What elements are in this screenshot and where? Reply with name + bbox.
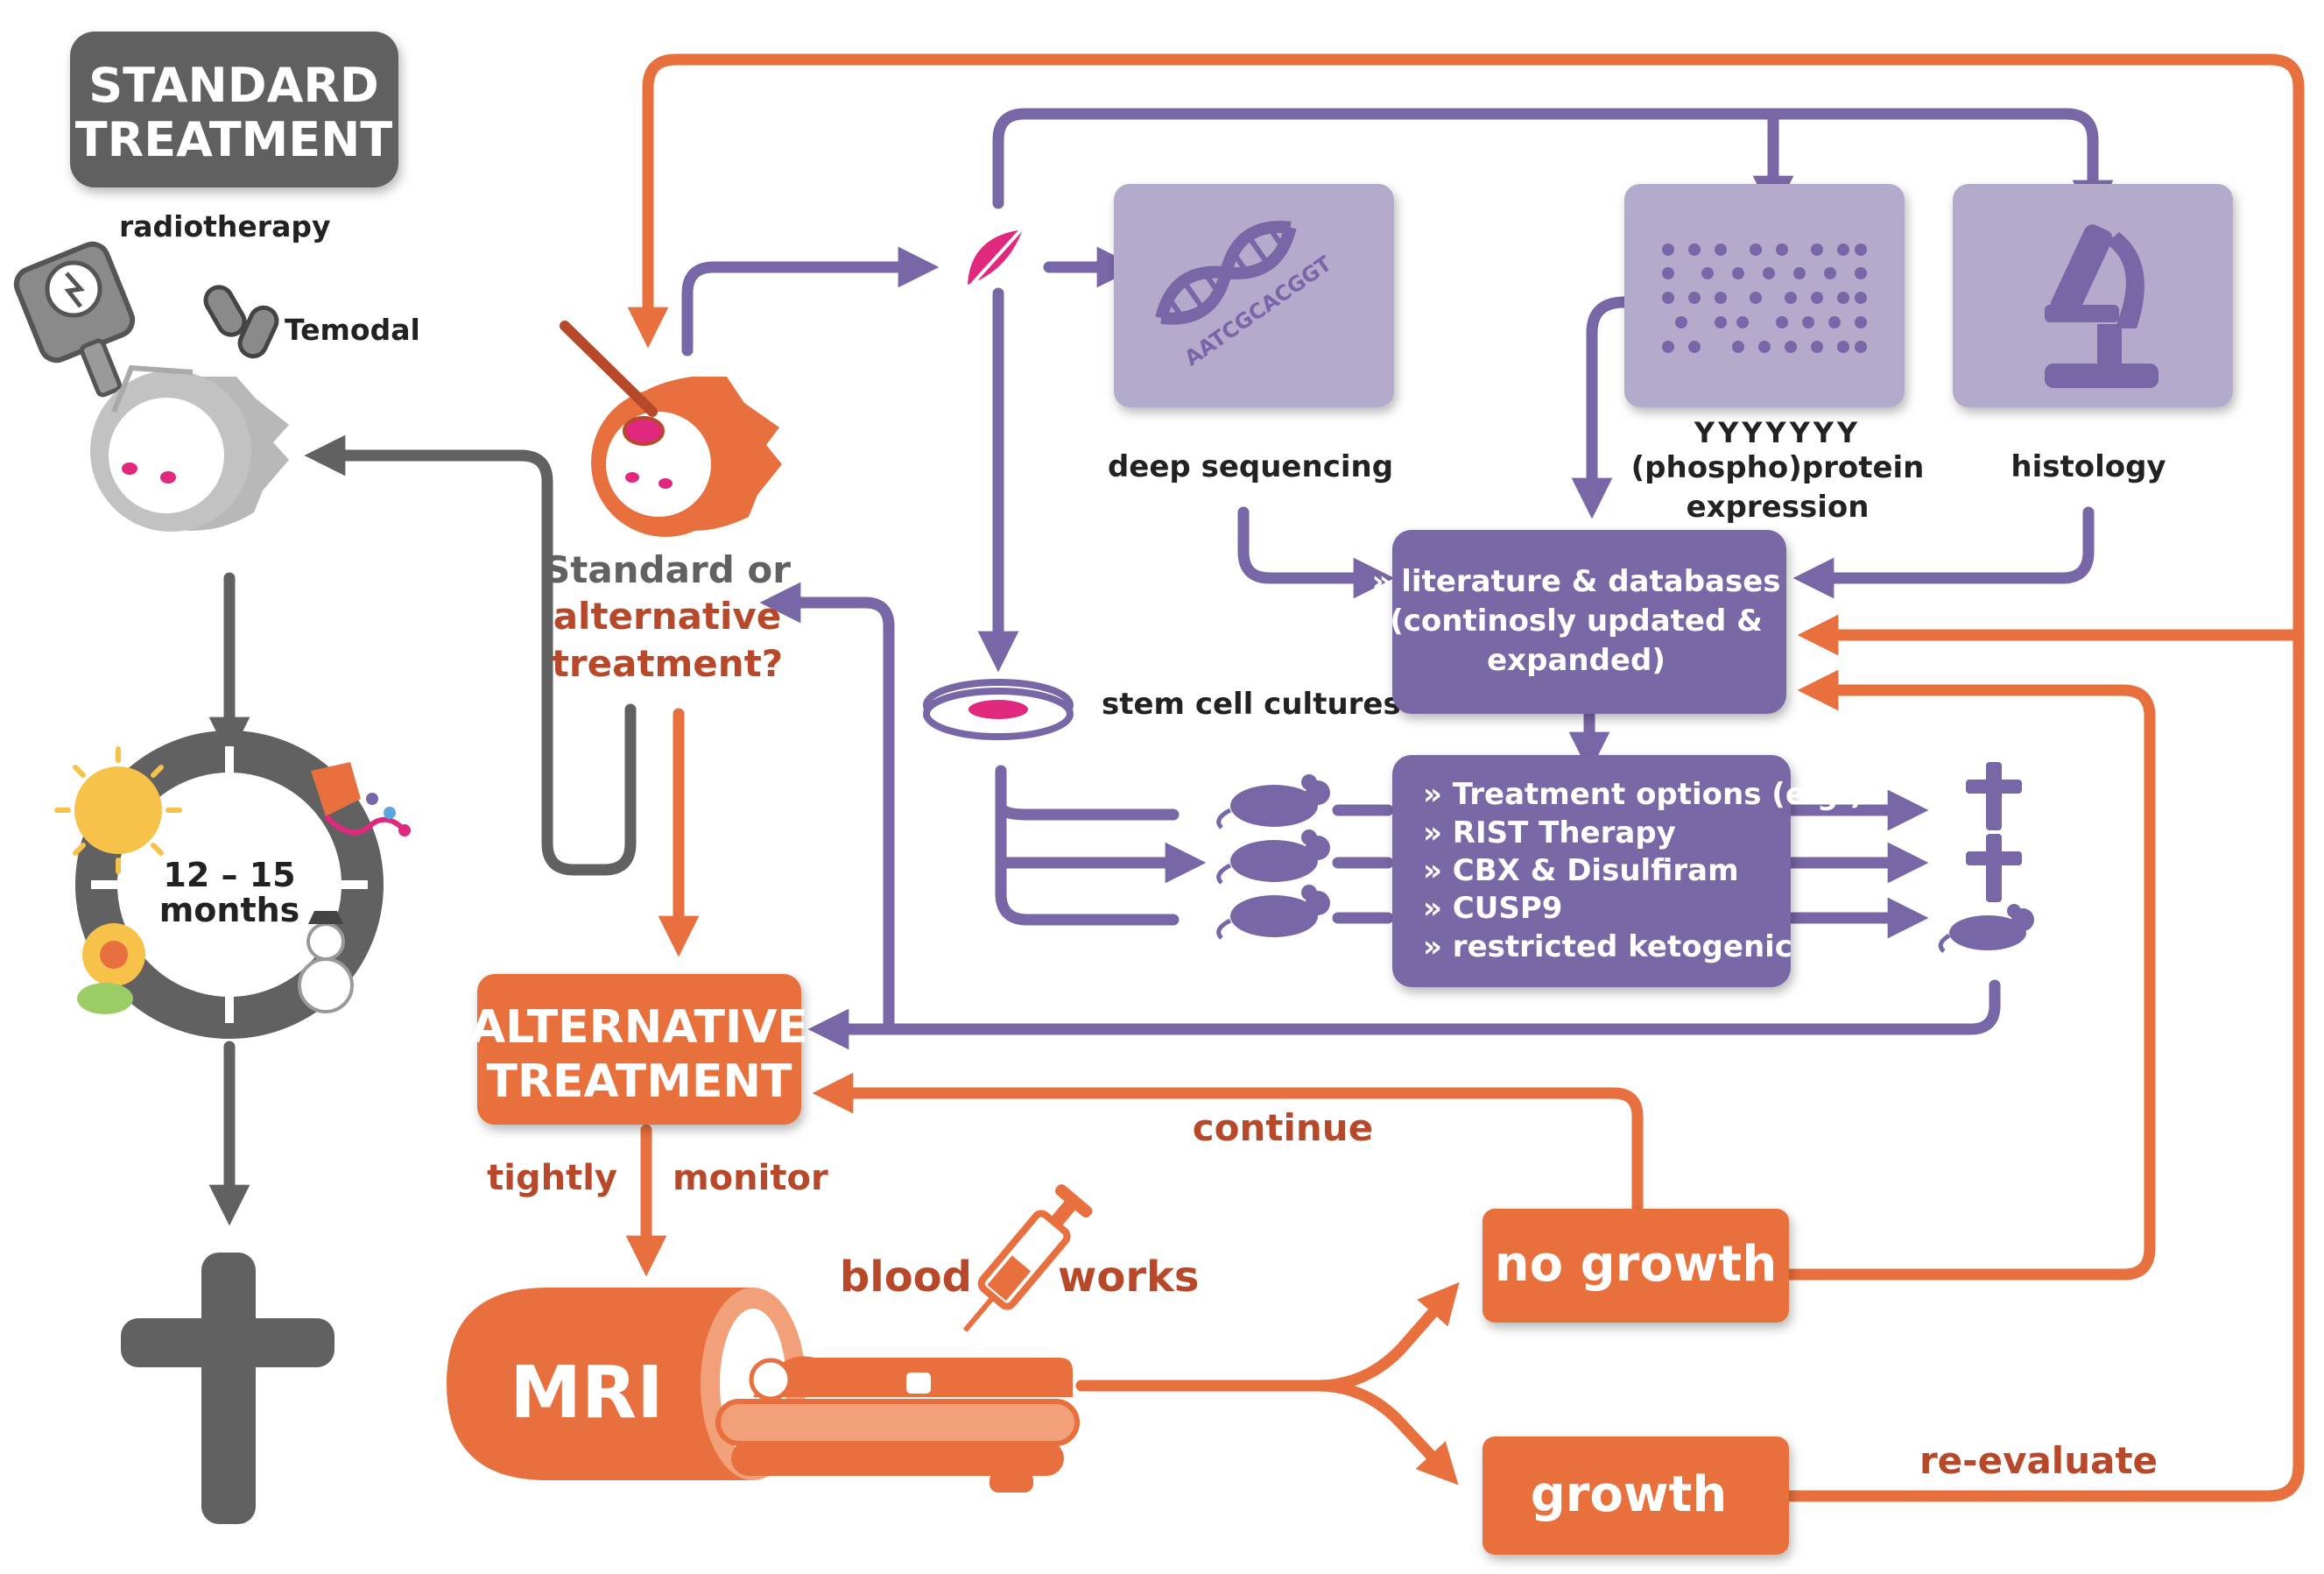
arrow-protein-to-literature (1571, 296, 1630, 519)
pills-icon (203, 285, 279, 359)
connectors (208, 53, 2305, 1502)
arrow-sequencing-to-literature (1237, 506, 1395, 599)
literature-box: » literature & databases (continosly upd… (1371, 530, 1786, 714)
patient-table-icon (715, 1356, 1080, 1493)
deep-sequencing-card: AATCGCACGGT (1114, 184, 1394, 407)
deep-sequencing-label: deep sequencing (1108, 449, 1393, 484)
snowman-icon (298, 911, 354, 1013)
literature-line2: (continosly updated & (1390, 603, 1763, 639)
arrow-patient-to-tissue (681, 246, 940, 356)
radiotherapy-label: radiotherapy (119, 209, 330, 244)
months-line2: months (159, 891, 300, 929)
no-growth-label: no growth (1495, 1236, 1777, 1293)
syringe-icon (962, 1184, 1093, 1332)
option-item: » RIST Therapy (1423, 815, 1676, 851)
arrow-mri-to-nogrowth (1075, 1281, 1460, 1392)
protein-array-icon (1662, 244, 1867, 353)
continue-label: continue (1193, 1106, 1373, 1149)
arrow-mri-to-growth (1312, 1380, 1459, 1486)
decision-line3: treatment? (552, 642, 783, 685)
kite-icon (311, 762, 411, 836)
scalpel-icon (560, 321, 658, 417)
works-label: works (1058, 1253, 1199, 1302)
flower-icon (77, 923, 145, 1014)
mouse-icon (1216, 774, 1330, 829)
arrow-tissue-to-protein-histology (992, 108, 2114, 222)
cross-outcome-icon (1966, 834, 2022, 902)
option-item: » restricted ketogenic diet (1423, 929, 1869, 964)
standard-treatment-title-box: STANDARD TREATMENT (70, 32, 398, 187)
alternative-treatment-box: ALTERNATIVE TREATMENT (470, 974, 808, 1125)
cross-outcome-icon (1966, 762, 2022, 830)
option-item: » Treatment options (e.g.) (1423, 777, 1863, 812)
monitor-label: monitor (673, 1158, 828, 1198)
decision-line1: Standard or (544, 548, 791, 591)
arrow-histology-to-literature (1792, 506, 2095, 599)
radiotherapy-device-icon (13, 241, 136, 398)
blood-label: blood (840, 1253, 972, 1302)
option-item: » CBX & Disulfiram (1423, 853, 1739, 888)
sun-icon (54, 746, 182, 874)
cross-death-icon (121, 1253, 335, 1524)
tissue-sample-icon (966, 224, 1026, 291)
arrow-continue (812, 1072, 1644, 1213)
arrow-stemcells-to-mice (995, 765, 1173, 926)
histology-card (1953, 184, 2233, 407)
mri-label: MRI (510, 1352, 663, 1435)
standard-title-line1: STANDARD (88, 58, 379, 113)
patient-head-biopsy-icon (560, 321, 782, 537)
tightly-label: tightly (487, 1158, 617, 1198)
decision-line2: alternative (553, 595, 782, 638)
alternative-line2: TREATMENT (487, 1055, 792, 1108)
protein-label-line1: (phospho)protein (1631, 450, 1925, 485)
seasons-timeline-icon: 12 – 15 months (75, 731, 384, 1039)
arrow-reevaluate-loop (627, 53, 2305, 1502)
treatment-options-box: » Treatment options (e.g.) » RIST Therap… (1392, 755, 1869, 987)
arrow-to-decision (759, 582, 895, 1035)
growth-label: growth (1531, 1466, 1728, 1523)
standard-title-line2: TREATMENT (75, 112, 393, 167)
mouse-icon (1216, 885, 1330, 940)
months-line1: 12 – 15 (163, 856, 295, 894)
alternative-line1: ALTERNATIVE (470, 1001, 808, 1054)
option-item: » CUSP9 (1423, 891, 1562, 926)
arrow-survivor-to-alternative (807, 979, 2001, 1050)
protein-marks-text: YYYYYYY (1694, 416, 1861, 449)
growth-box: growth (1482, 1436, 1789, 1555)
stem-cells-label: stem cell cultures (1102, 687, 1401, 722)
histology-label: histology (2011, 449, 2166, 484)
mouse-icon (1216, 829, 1330, 885)
no-growth-box: no growth (1482, 1209, 1789, 1323)
literature-line3: expanded) (1487, 643, 1666, 678)
petri-dish-icon (923, 679, 1074, 740)
microscope-icon (2045, 224, 2159, 388)
patient-head-standard-icon (90, 364, 289, 532)
protein-label-line2: expression (1687, 490, 1870, 525)
temodal-label: Temodal (285, 313, 420, 347)
reevaluate-label: re-evaluate (1919, 1439, 2158, 1482)
arrow-nogrowth-to-literature (1785, 669, 2156, 1281)
literature-line1: » literature & databases (1371, 564, 1780, 599)
surviving-mouse-icon (1938, 904, 2034, 953)
arrow-decision-to-standard (304, 434, 637, 876)
protein-expression-card (1624, 184, 1905, 407)
